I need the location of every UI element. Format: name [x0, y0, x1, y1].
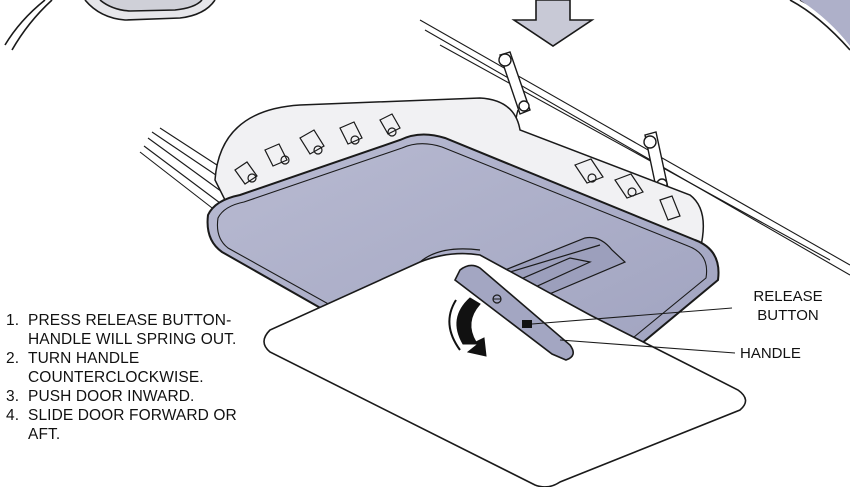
left-frame-curve [4, 0, 216, 51]
step-number: 4. [6, 407, 20, 424]
handle-label: HANDLE [740, 345, 801, 362]
instruction-list: 1. PRESS RELEASE BUTTON- HANDLE WILL SPR… [6, 311, 256, 444]
release-button-label-line2: BUTTON [757, 307, 819, 324]
step-text: PUSH DOOR INWARD. [28, 388, 195, 405]
hinge-links [498, 51, 669, 193]
step-text: TURN HANDLE COUNTERCLOCKWISE. [28, 350, 204, 386]
instruction-step: 1. PRESS RELEASE BUTTON- HANDLE WILL SPR… [6, 311, 256, 349]
instruction-step: 4. SLIDE DOOR FORWARD OR AFT. [6, 406, 256, 444]
ceiling-rails [419, 19, 850, 276]
step-number: 3. [6, 388, 20, 405]
callout-lines [531, 307, 736, 354]
instruction-step: 3. PUSH DOOR INWARD. [6, 387, 256, 406]
step-number: 1. [6, 312, 20, 329]
step-text: SLIDE DOOR FORWARD OR AFT. [28, 407, 237, 443]
release-button-label-line1: RELEASE [753, 288, 823, 305]
handle-lever [453, 264, 574, 361]
release-button-label: RELEASE BUTTON [733, 287, 843, 325]
instruction-step: 2. TURN HANDLE COUNTERCLOCKWISE. [6, 349, 256, 387]
counterclockwise-arrow-icon [448, 297, 487, 357]
step-text: PRESS RELEASE BUTTON- HANDLE WILL SPRING… [28, 312, 237, 348]
handle-leader [559, 339, 736, 354]
release-button-leader [531, 307, 733, 325]
right-frame-curve [789, 0, 850, 51]
step-number: 2. [6, 350, 20, 367]
cover-plate [263, 248, 747, 487]
push-arrow-icon [511, 0, 595, 47]
